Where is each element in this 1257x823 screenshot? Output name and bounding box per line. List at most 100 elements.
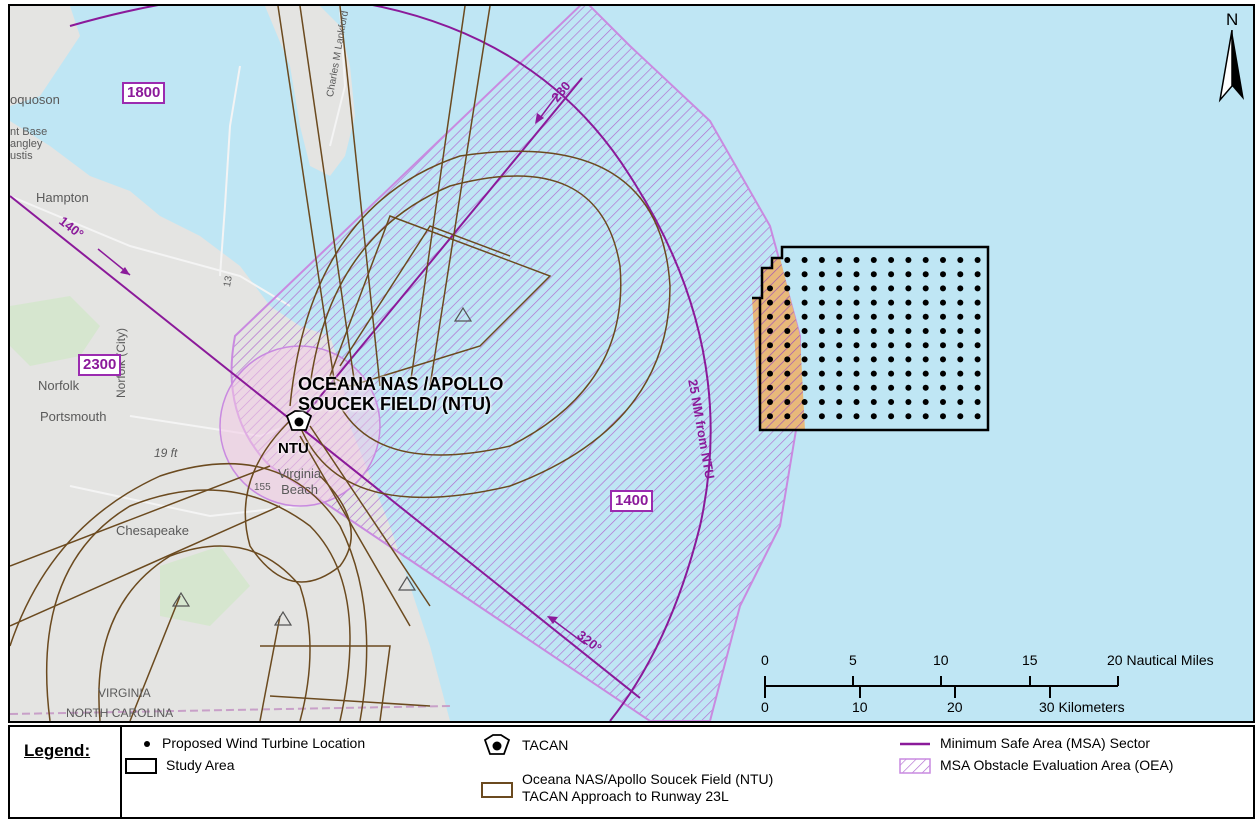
oea-hatch-swatch-icon — [899, 758, 931, 774]
turbine-dot — [801, 257, 808, 263]
turbine-dot — [957, 257, 964, 263]
turbine-dot — [957, 328, 964, 334]
turbine-dot — [801, 413, 808, 420]
turbine-dot — [888, 356, 895, 363]
turbine-dot — [957, 271, 964, 278]
turbine-dot — [853, 328, 860, 334]
turbine-dot — [853, 313, 860, 320]
turbine-dot — [853, 399, 860, 405]
turbine-dot — [784, 271, 791, 278]
legend-label-msa-sector: Minimum Safe Area (MSA) Sector — [940, 735, 1151, 751]
turbine-dot — [922, 399, 929, 405]
legend-label-turbine: Proposed Wind Turbine Location — [162, 735, 366, 751]
land-northwest — [10, 6, 80, 106]
turbine-dot — [836, 370, 843, 377]
turbine-dot — [888, 313, 895, 320]
turbine-dot — [905, 257, 912, 263]
turbine-dot — [888, 342, 895, 349]
turbine-dot — [888, 384, 895, 391]
turbine-dot — [818, 328, 825, 334]
turbine-dot — [801, 299, 808, 306]
turbine-dot — [767, 384, 773, 391]
map-canvas — [10, 6, 990, 721]
town-label-norfolk: Norfolk — [38, 378, 80, 393]
turbine-dot — [905, 384, 912, 391]
approach-swatch-icon — [481, 782, 513, 798]
turbine-dot — [940, 257, 946, 263]
turbine-dot — [784, 342, 791, 349]
turbine-dot — [836, 356, 843, 363]
turbine-dot — [767, 313, 773, 320]
legend-label-tacan: TACAN — [522, 737, 569, 753]
turbine-dot — [974, 285, 981, 292]
turbine-dot — [818, 299, 825, 306]
tacan-id-label: NTU — [278, 440, 309, 457]
turbine-dot — [905, 271, 912, 278]
turbine-dot — [974, 356, 981, 363]
land-green-patches — [10, 296, 250, 626]
turbine-dot — [784, 370, 791, 377]
turbine-dot — [957, 285, 964, 292]
turbine-dot — [974, 299, 981, 306]
town-label-portsmouth: Portsmouth — [40, 409, 107, 424]
turbine-dot — [905, 328, 912, 334]
turbine-dot — [784, 399, 791, 405]
scale-nm-15: 15 — [1022, 652, 1038, 668]
turbine-dot — [905, 285, 912, 292]
turbine-dot — [853, 271, 860, 278]
legend-item-tacan: TACAN — [480, 733, 568, 757]
msa-sector-outer-arc — [69, 6, 712, 721]
turbine-dot — [957, 313, 964, 320]
turbine-dot — [922, 384, 929, 391]
turbine-dot — [818, 384, 825, 391]
turbine-dot — [836, 299, 843, 306]
legend-item-turbine: Proposed Wind Turbine Location — [140, 735, 365, 752]
turbine-dot — [853, 356, 860, 363]
elevation-label: 19 ft — [154, 446, 178, 460]
turbine-dot — [853, 299, 860, 306]
turbine-dot — [767, 413, 773, 420]
turbine-dot — [870, 313, 877, 320]
turbine-dot — [818, 285, 825, 292]
bearing-arrowhead-140 — [120, 267, 130, 275]
turbine-dot — [818, 370, 825, 377]
turbine-dot — [974, 384, 981, 391]
turbine-dot — [888, 399, 895, 405]
bearing-arrowhead-320 — [547, 616, 558, 624]
turbine-dot — [784, 384, 791, 391]
route-label-155: 155 — [254, 482, 271, 493]
turbine-dot — [940, 271, 946, 278]
turbine-dot — [818, 313, 825, 320]
turbine-dot — [801, 313, 808, 320]
town-label-hampton: Hampton — [36, 190, 89, 205]
turbine-dot — [922, 356, 929, 363]
turbine-dot — [974, 328, 981, 334]
turbine-dot — [870, 299, 877, 306]
turbine-dot — [767, 356, 773, 363]
turbine-dot — [767, 370, 773, 377]
turbine-dot — [922, 328, 929, 334]
town-label-poquoson: oquoson — [10, 92, 60, 107]
state-label-north-carolina: NORTH CAROLINA — [66, 706, 174, 720]
turbine-dot — [767, 285, 773, 292]
approach-fix-triangles — [171, 306, 473, 626]
turbine-dot — [974, 342, 981, 349]
legend-label-approach: Oceana NAS/Apollo Soucek Field (NTU) TAC… — [522, 771, 774, 804]
turbine-dot — [940, 356, 946, 363]
turbine-dot — [853, 384, 860, 391]
turbine-dot — [801, 285, 808, 292]
turbine-dot — [853, 285, 860, 292]
tacan-symbol — [285, 410, 313, 431]
turbine-dot — [922, 299, 929, 306]
turbine-dot — [940, 399, 946, 405]
legend-label-oea: MSA Obstacle Evaluation Area (OEA) — [940, 757, 1174, 773]
legend-item-msa-sector: Minimum Safe Area (MSA) Sector — [898, 735, 1150, 752]
turbine-dot — [870, 257, 877, 263]
turbine-dot — [922, 370, 929, 377]
turbine-dot — [922, 313, 929, 320]
turbine-dot — [801, 370, 808, 377]
town-label-langley: nt Base angley ustis — [10, 126, 48, 162]
turbine-dot — [905, 299, 912, 306]
turbine-dot — [957, 299, 964, 306]
